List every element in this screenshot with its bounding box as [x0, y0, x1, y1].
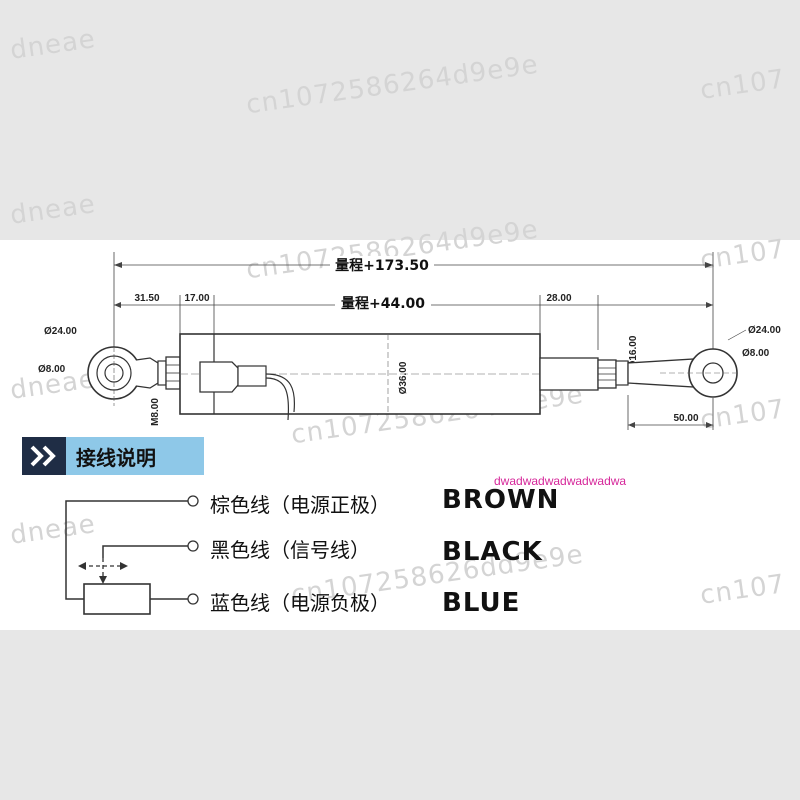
- wire-label-cn: 黑色线（信号线）: [210, 538, 370, 562]
- wiring-title: 接线说明: [66, 437, 204, 475]
- dimension-total-range: 量程+173.50: [335, 258, 429, 274]
- double-chevron-icon: [22, 437, 66, 475]
- wire-label-cn: 棕色线（电源正极）: [210, 493, 390, 517]
- dimension-right-eye-inner: Ø8.00: [742, 348, 770, 359]
- wire-label-en: BROWN: [442, 485, 560, 515]
- wire-label-en: BLUE: [442, 588, 521, 618]
- wire-row-blue: 蓝色线（电源负极）: [210, 587, 390, 616]
- wiring-header: 接线说明: [22, 437, 204, 475]
- dimension-left-body: 17.00: [184, 293, 209, 304]
- dimension-left-offset: 31.50: [134, 293, 159, 304]
- dimension-left-eye-outer: Ø24.00: [44, 326, 77, 337]
- dimension-rod-diameter: Ø16.00: [628, 335, 639, 368]
- wire-label-en: BLACK: [442, 537, 543, 567]
- dimension-right-eye-outer: Ø24.00: [748, 325, 781, 336]
- dimension-right-end: 50.00: [673, 413, 698, 424]
- wire-row-brown: 棕色线（电源正极）: [210, 489, 390, 518]
- dimension-thread: M8.00: [150, 398, 161, 426]
- dimension-stroke-range: 量程+44.00: [341, 296, 425, 312]
- dimension-right-body: 28.00: [546, 293, 571, 304]
- wire-row-black: 黑色线（信号线）: [210, 534, 370, 563]
- dimension-left-eye-inner: Ø8.00: [38, 364, 66, 375]
- noise-text: dwadwadwadwadwadwa: [494, 474, 627, 488]
- wire-label-cn: 蓝色线（电源负极）: [210, 591, 390, 615]
- dimension-body-diameter: Ø36.00: [398, 361, 409, 394]
